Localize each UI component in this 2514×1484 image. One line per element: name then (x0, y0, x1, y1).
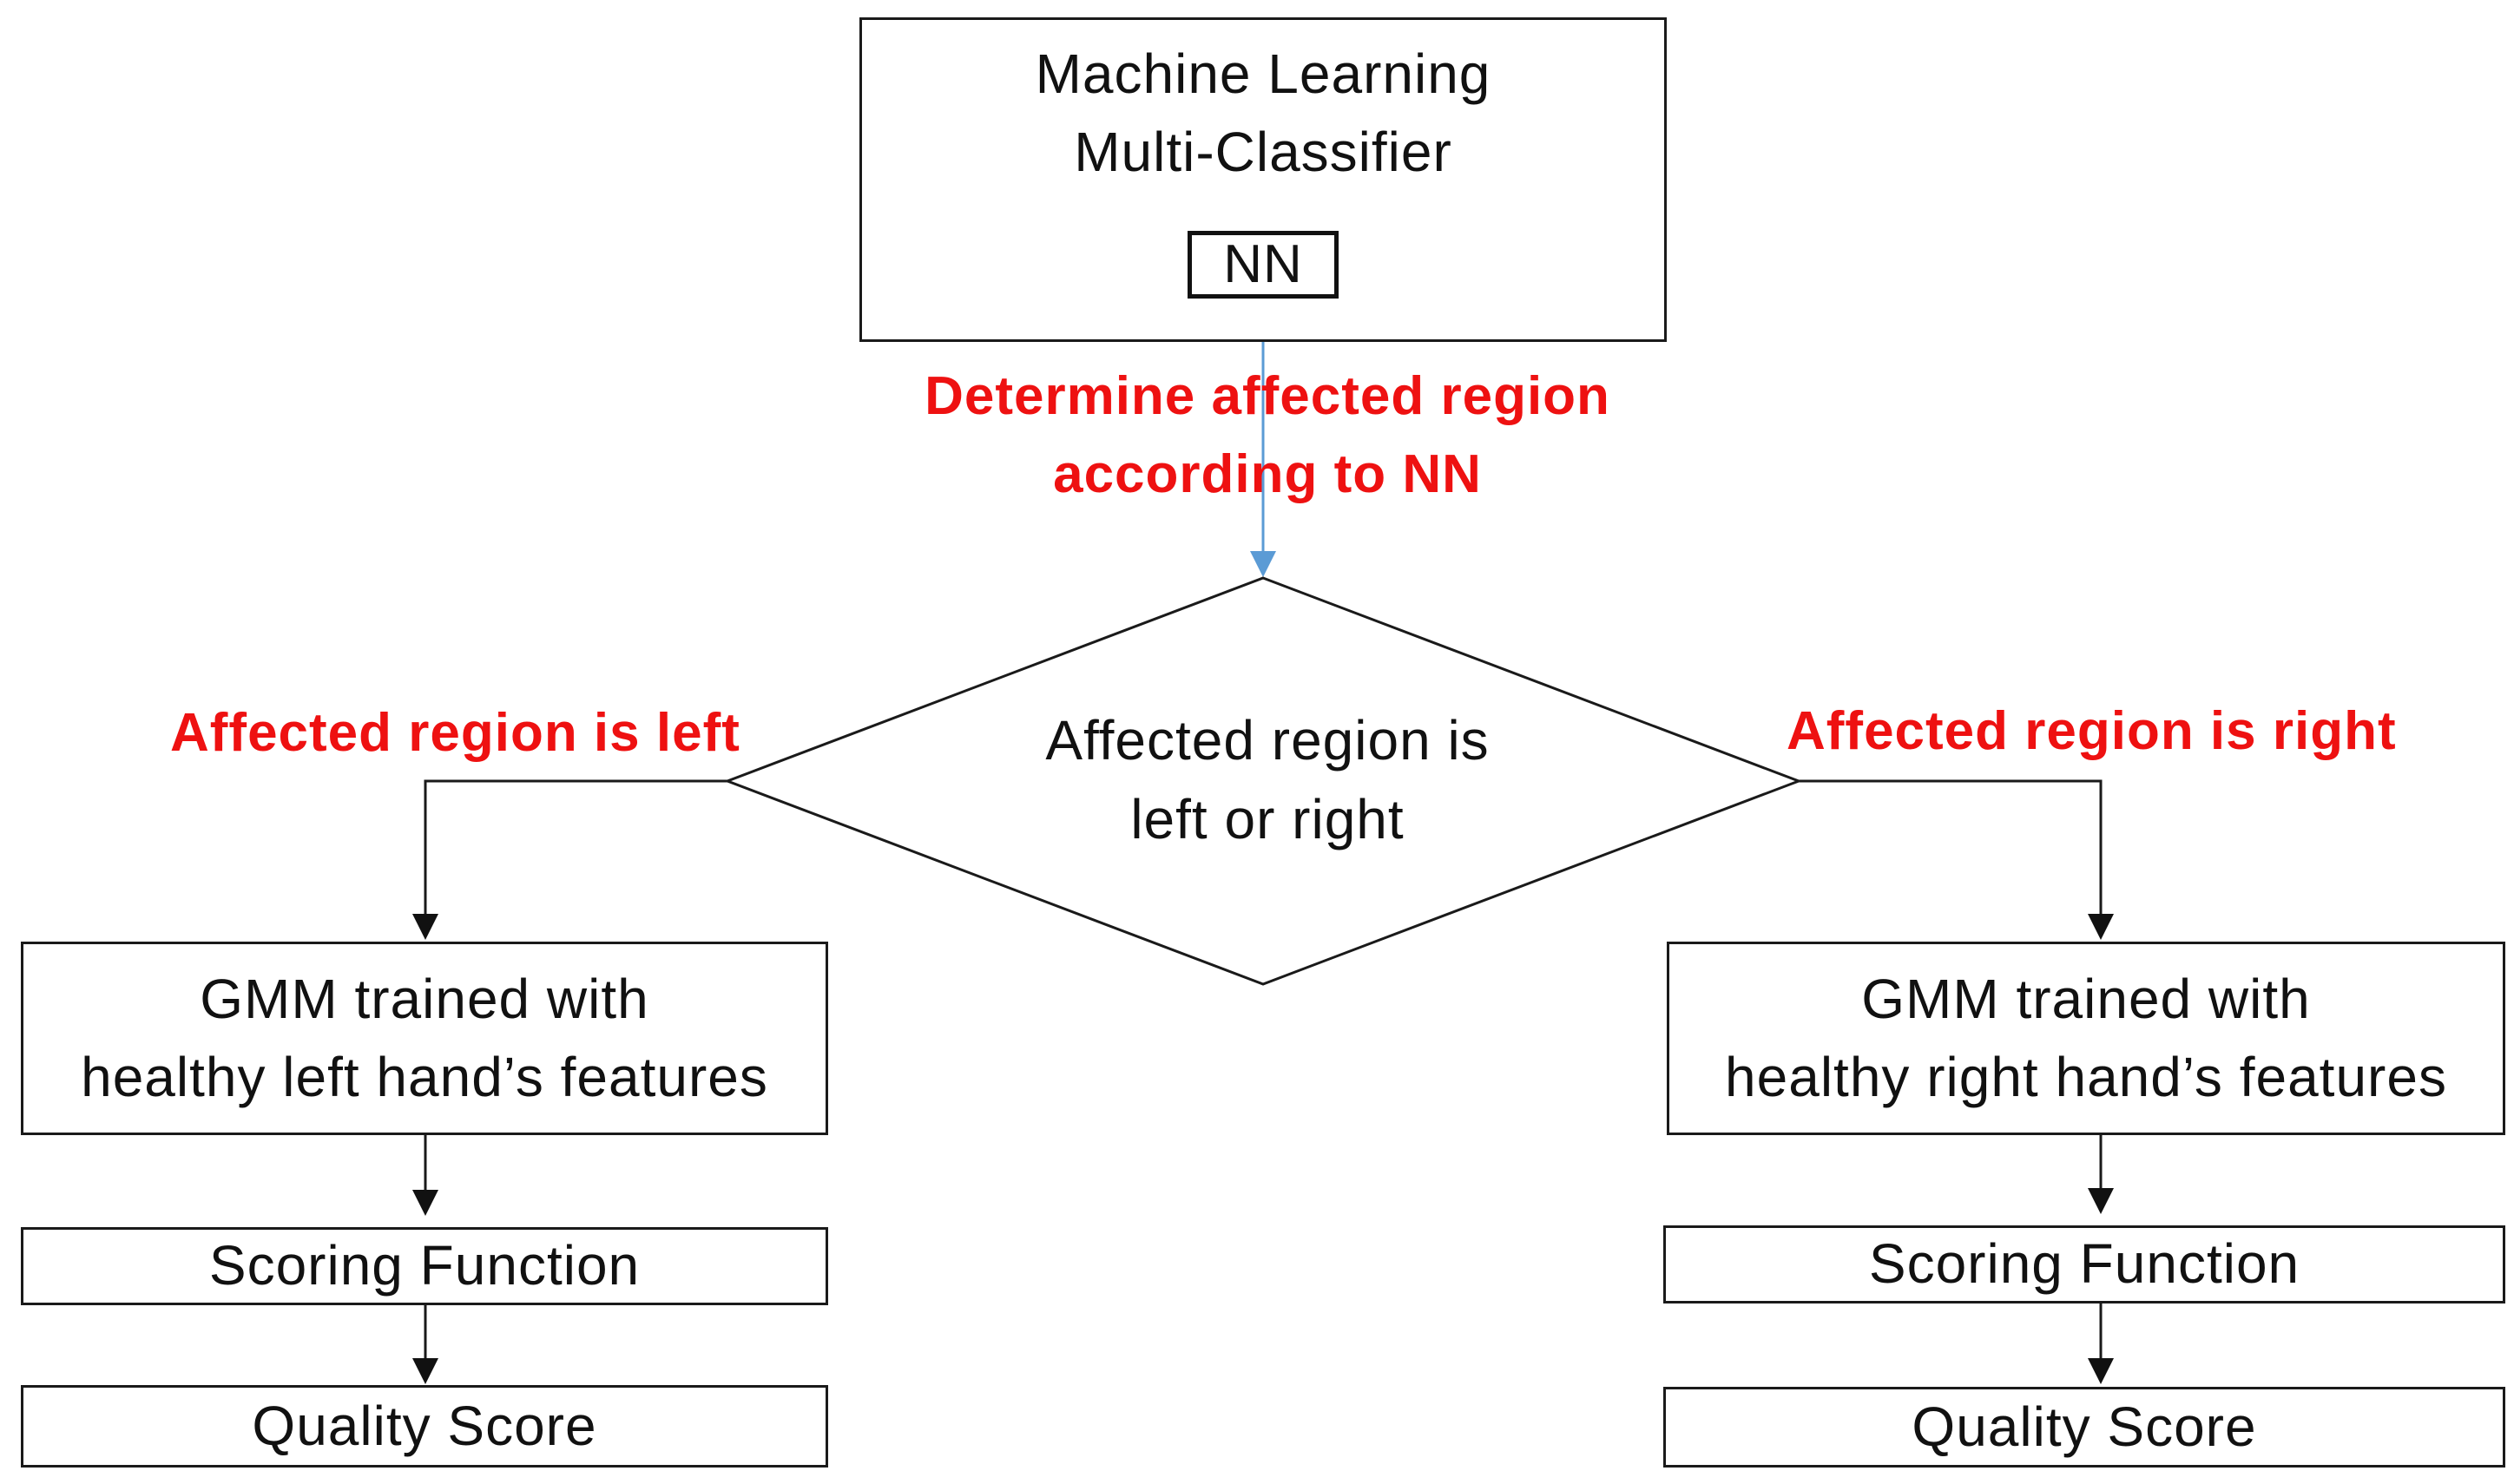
classifier-title-line1: Machine Learning (1035, 43, 1491, 105)
right-quality-box: Quality Score (1663, 1387, 2505, 1468)
decision-line1: Affected region is (1045, 709, 1490, 772)
left-scoring-label: Scoring Function (208, 1234, 641, 1297)
branch-label-right-text: Affected region is right (1787, 701, 2397, 761)
right-gmm-line1: GMM trained with (1861, 967, 2311, 1030)
right-gmm-box: GMM trained with healthy right hand’s fe… (1667, 942, 2505, 1135)
left-quality-box: Quality Score (21, 1385, 828, 1468)
right-branch-arrow (1799, 779, 2114, 940)
left-gmm-box: GMM trained with healthy left hand’s fea… (21, 942, 828, 1135)
branch-label-right: Affected region is right (1787, 693, 2397, 771)
right-gmm-line2: healthy right hand’s features (1725, 1045, 2447, 1108)
right-quality-label: Quality Score (1912, 1395, 2257, 1458)
nn-box: NN (1188, 231, 1339, 299)
nn-label: NN (1223, 234, 1303, 295)
edge-label-determine-region: Determine affected region according to N… (885, 358, 1649, 514)
left-scoring-box: Scoring Function (21, 1227, 828, 1305)
left-gmm-line2: healthy left hand’s features (81, 1045, 768, 1108)
classifier-box: Machine Learning Multi-Classifier NN (859, 17, 1667, 342)
decision-label: Affected region is left or right (1024, 701, 1510, 859)
left-quality-label: Quality Score (252, 1394, 597, 1457)
decision-diamond (723, 576, 1803, 986)
right-scoring-box: Scoring Function (1663, 1225, 2505, 1303)
branch-label-left-text: Affected region is left (170, 703, 740, 763)
left-branch-arrow (412, 779, 727, 940)
right-scoring-label: Scoring Function (1868, 1232, 2300, 1296)
left-gmm-line1: GMM trained with (200, 967, 649, 1030)
decision-line2: left or right (1130, 787, 1405, 850)
edge-label-line2: according to NN (1053, 443, 1482, 504)
classifier-title-line2: Multi-Classifier (1074, 120, 1452, 183)
branch-label-left: Affected region is left (170, 694, 740, 772)
edge-label-line1: Determine affected region (925, 366, 1610, 426)
